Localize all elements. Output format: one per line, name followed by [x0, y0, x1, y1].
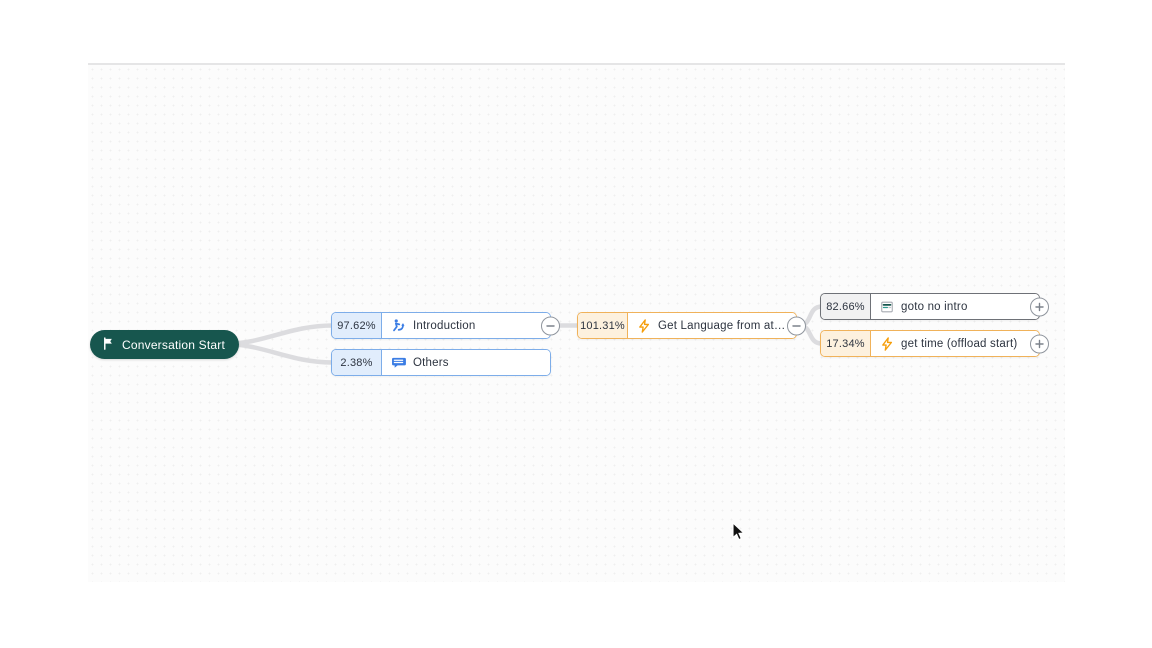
- message-icon: [391, 355, 406, 370]
- flow-node-goto-no-intro[interactable]: 82.66% goto no intro: [820, 293, 1049, 320]
- intent-icon: [391, 318, 406, 333]
- node-percentage: 97.62%: [332, 313, 382, 338]
- node-label: Others: [413, 356, 449, 369]
- flow-node-others[interactable]: 2.38% Others: [331, 349, 551, 376]
- flow-canvas[interactable]: [88, 63, 1065, 582]
- node-percentage: 17.34%: [821, 331, 871, 356]
- flow-node-get-time[interactable]: 17.34% get time (offload start): [820, 330, 1049, 357]
- node-label: Introduction: [413, 319, 476, 332]
- flow-node-get-language[interactable]: 101.31% Get Language from attri…: [577, 312, 806, 339]
- node-label: Get Language from attri…: [658, 319, 788, 332]
- minus-icon: [546, 324, 555, 327]
- flow-node-introduction[interactable]: 97.62% Introduction: [331, 312, 560, 339]
- expand-button[interactable]: [1030, 297, 1049, 316]
- node-percentage: 82.66%: [821, 294, 871, 319]
- collapse-button[interactable]: [541, 316, 560, 335]
- node-label: goto no intro: [901, 300, 968, 313]
- flag-icon: [102, 336, 115, 353]
- goto-node-icon: [880, 300, 894, 314]
- plus-icon: [1035, 302, 1044, 311]
- conversation-start-label: Conversation Start: [122, 337, 225, 352]
- conversation-start-node[interactable]: Conversation Start: [90, 330, 239, 359]
- zap-icon: [880, 336, 894, 351]
- minus-icon: [792, 324, 801, 327]
- collapse-button[interactable]: [787, 316, 806, 335]
- node-percentage: 2.38%: [332, 350, 382, 375]
- zap-icon: [637, 318, 651, 333]
- node-percentage: 101.31%: [578, 313, 628, 338]
- node-label: get time (offload start): [901, 337, 1018, 350]
- plus-icon: [1035, 339, 1044, 348]
- expand-button[interactable]: [1030, 334, 1049, 353]
